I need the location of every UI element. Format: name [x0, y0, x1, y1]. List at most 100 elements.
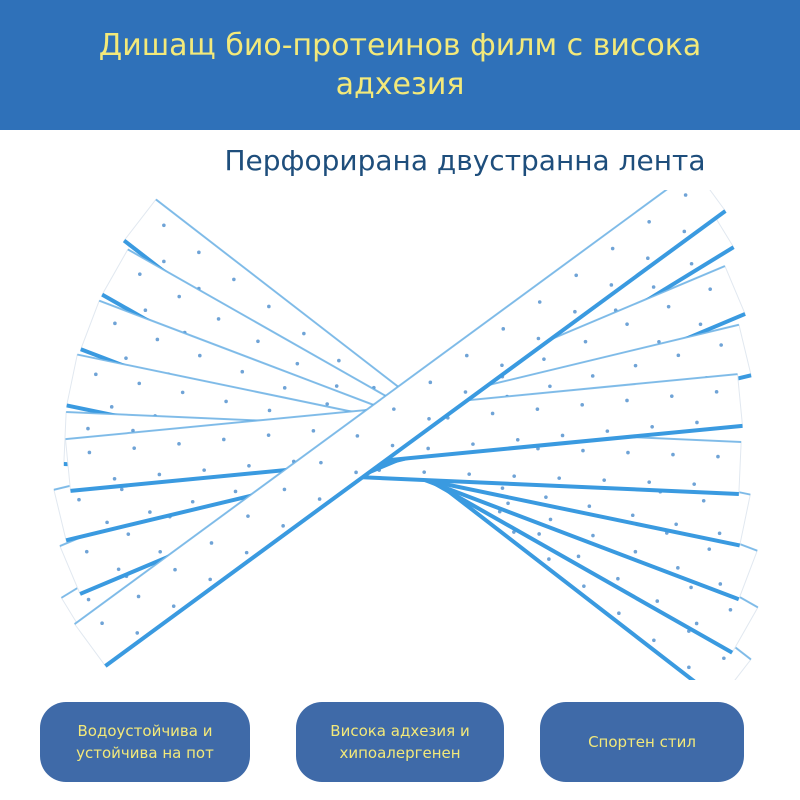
- perforation-hole: [650, 424, 654, 429]
- perforation-hole: [501, 327, 506, 331]
- perforation-hole: [221, 437, 226, 442]
- perforation-hole: [512, 474, 516, 478]
- perforation-hole: [676, 566, 680, 570]
- perforation-hole: [266, 433, 271, 437]
- perforation-hole: [355, 434, 360, 438]
- perforation-hole: [515, 437, 520, 442]
- perforation-hole: [574, 273, 578, 278]
- perforation-hole: [463, 390, 468, 394]
- perforation-hole: [471, 442, 475, 446]
- perforation-hole: [295, 361, 300, 366]
- perforation-hole: [311, 429, 316, 433]
- perforation-hole: [148, 510, 152, 514]
- perforation-hole: [233, 489, 238, 494]
- perforation-hole: [427, 416, 431, 421]
- perforation-hole: [581, 448, 585, 453]
- perforation-hole: [651, 285, 656, 289]
- perforation-hole: [694, 621, 699, 626]
- perforation-hole: [560, 433, 565, 438]
- perforation-hole: [674, 522, 678, 527]
- tape-edge: [70, 423, 743, 493]
- perforation-hole: [698, 322, 703, 327]
- perforation-hole: [124, 356, 128, 360]
- perforation-hole: [334, 384, 339, 388]
- perforation-hole: [633, 363, 638, 368]
- perforation-hole: [135, 631, 140, 635]
- feature-badge-adhesion: Висока адхезия и хипоалергенен: [296, 702, 504, 782]
- perforation-hole: [683, 193, 688, 197]
- feature-label: Спортен стил: [588, 733, 696, 751]
- perforation-hole: [714, 390, 719, 394]
- perforation-hole: [246, 514, 250, 518]
- tape-edge: [104, 209, 727, 668]
- perforation-hole: [157, 472, 162, 477]
- perforation-hole: [616, 576, 620, 581]
- perforation-hole: [609, 283, 614, 287]
- perforation-hole: [717, 531, 722, 536]
- perforation-hole: [177, 442, 181, 446]
- perforation-hole: [557, 476, 561, 480]
- perforation-hole: [647, 219, 651, 224]
- perforation-hole: [722, 656, 726, 661]
- perforation-hole: [155, 337, 160, 342]
- perforation-hole: [392, 407, 396, 411]
- perforation-hole: [337, 358, 341, 363]
- perforation-hole: [240, 369, 245, 374]
- perforation-hole: [113, 321, 117, 326]
- perforation-hole: [319, 460, 323, 465]
- perforation-hole: [506, 501, 510, 506]
- perforation-hole: [576, 554, 581, 559]
- perforation-hole: [317, 497, 322, 501]
- perforation-hole: [582, 584, 586, 588]
- perforation-hole: [671, 452, 675, 457]
- perforated-tape-strips-icon: [53, 190, 759, 680]
- perforation-hole: [695, 420, 699, 425]
- perforation-hole: [77, 497, 81, 502]
- perforation-hole: [682, 229, 687, 234]
- perforation-hole: [610, 246, 615, 251]
- perforation-hole: [537, 532, 541, 536]
- perforation-hole: [707, 547, 712, 551]
- perforation-hole: [587, 504, 592, 509]
- perforation-hole: [646, 256, 650, 261]
- perforation-hole: [547, 557, 551, 561]
- perforation-hole: [197, 250, 201, 255]
- perforation-hole: [602, 478, 606, 482]
- perforation-hole: [198, 353, 202, 358]
- perforation-hole: [112, 476, 117, 481]
- perforation-hole: [426, 446, 430, 451]
- perforation-hole: [138, 272, 142, 276]
- perforation-hole: [708, 287, 712, 291]
- perforation-hole: [256, 339, 260, 344]
- perforation-hole: [162, 259, 166, 264]
- perforation-hole: [247, 463, 251, 468]
- perforation-hole: [244, 550, 249, 555]
- perforation-hole: [202, 468, 206, 472]
- perforation-hole: [190, 499, 195, 504]
- perforation-hole: [162, 223, 166, 228]
- perforation-hole: [716, 454, 720, 459]
- perforation-hole: [282, 487, 287, 492]
- tape-edge: [74, 190, 668, 625]
- perforation-hole: [701, 498, 706, 503]
- perforation-hole: [171, 604, 176, 608]
- perforation-hole: [687, 665, 691, 670]
- perforation-hole: [216, 317, 221, 321]
- perforation-hole: [232, 277, 236, 282]
- perforation-hole: [617, 611, 621, 616]
- perforation-hole: [94, 372, 98, 377]
- perforation-hole: [655, 599, 660, 603]
- perforation-hole: [86, 597, 91, 602]
- perforation-hole: [158, 549, 162, 554]
- perforation-hole: [224, 399, 228, 404]
- perforation-hole: [666, 304, 671, 309]
- perforation-hole: [132, 446, 136, 450]
- perforation-hole: [583, 339, 588, 344]
- perforation-hole: [676, 353, 681, 358]
- perforation-hole: [536, 336, 541, 341]
- perforation-hole: [544, 495, 548, 499]
- perforation-hole: [652, 638, 656, 643]
- perforation-hole: [209, 541, 214, 545]
- perforation-hole: [669, 394, 674, 398]
- perforation-hole: [464, 353, 469, 358]
